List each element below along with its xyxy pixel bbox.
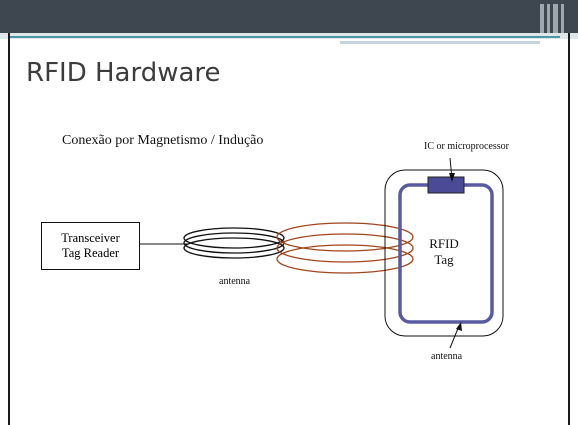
reader-antenna-label: antenna: [219, 276, 251, 287]
magnetic-field-loops: [276, 222, 414, 274]
slide-title: RFID Hardware: [26, 58, 221, 88]
header-bar: [0, 0, 578, 33]
transceiver-box: Transceiver Tag Reader: [41, 222, 140, 270]
tag-label: RFID Tag: [426, 236, 462, 268]
tag-card-outline: [384, 169, 504, 337]
tag-label-line2: Tag: [434, 252, 454, 267]
slide-border-right: [568, 33, 570, 425]
slide-border-left: [8, 33, 10, 425]
chip-label: IC or microprocessor: [424, 141, 509, 152]
slide-subtitle: Conexão por Magnetismo / Indução: [62, 133, 264, 148]
reader-label-line1: Transceiver: [61, 231, 120, 245]
header-decoration: [540, 4, 544, 33]
header-decoration: [553, 4, 558, 33]
header-divider-accent: [8, 36, 560, 38]
tag-antenna-label: antenna: [431, 351, 463, 362]
tag-antenna-pointer: [449, 325, 460, 349]
reader-label-line2: Tag Reader: [61, 246, 120, 260]
ic-chip: [427, 176, 465, 194]
header-divider-shadow: [340, 41, 540, 44]
header-decoration: [547, 4, 550, 33]
reader-antenna-coil: [183, 227, 285, 259]
header-decoration: [561, 4, 564, 33]
tag-label-line1: RFID: [429, 236, 459, 251]
